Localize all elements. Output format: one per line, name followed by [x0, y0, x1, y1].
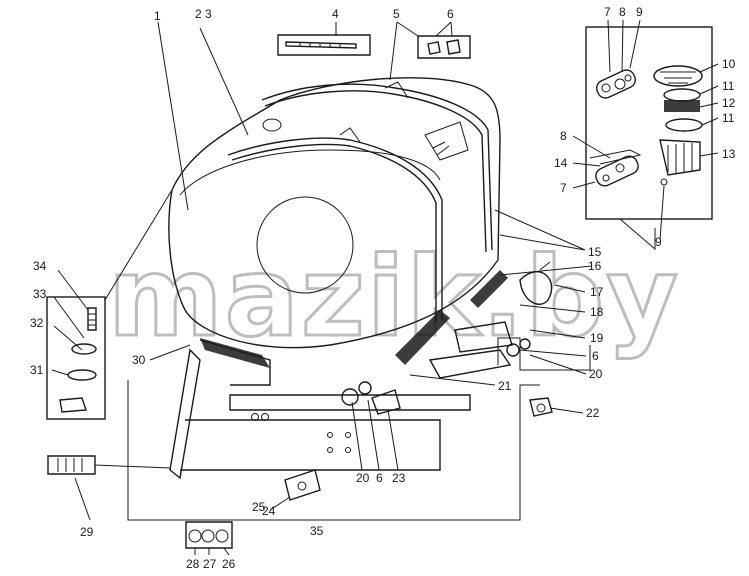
inset-left-parts: [46, 189, 173, 420]
callout-8b: 8: [560, 129, 567, 143]
group-35-outline: [127, 380, 540, 521]
callout-1: 1: [154, 9, 161, 23]
callout-16: 16: [588, 259, 602, 273]
callout-7: 7: [604, 5, 611, 19]
callout-6c: 6: [376, 471, 383, 485]
callout-20: 20: [589, 367, 603, 381]
callout-25: 25: [252, 500, 266, 514]
tank-straps: [227, 81, 493, 322]
callout-15: 15: [588, 245, 602, 259]
callout-9b: 9: [655, 235, 662, 249]
callout-19: 19: [590, 331, 604, 345]
callout-4: 4: [332, 7, 339, 21]
callout-24: 24: [262, 504, 276, 518]
callout-28: 28: [186, 557, 200, 571]
callout-35: 35: [310, 524, 324, 538]
bracket-frame: [169, 321, 513, 480]
callout-labels: 1 2 3 4 5 6 7 8 9 10 11 12 11 8 14 13 7 …: [30, 5, 736, 571]
callout-30: 30: [132, 353, 146, 367]
callout-5: 5: [393, 7, 400, 21]
callout-23: 23: [392, 471, 406, 485]
callout-32: 32: [30, 316, 44, 330]
callout-34: 34: [33, 259, 47, 273]
callout-21: 21: [498, 379, 512, 393]
callout-6: 6: [447, 7, 454, 21]
callout-29: 29: [80, 525, 94, 539]
callout-20b: 20: [356, 471, 370, 485]
callout-10: 10: [722, 57, 736, 71]
callout-14: 14: [554, 156, 568, 170]
callout-8: 8: [619, 5, 626, 19]
callout-11b: 11: [722, 111, 735, 125]
callout-6b: 6: [592, 349, 599, 363]
callout-31: 31: [30, 363, 44, 377]
callout-2-3: 2 3: [195, 7, 212, 21]
callout-33: 33: [33, 287, 47, 301]
inset-box-parts: [585, 26, 713, 251]
loose-hardware: [47, 261, 553, 549]
bolt-and-nuts: [277, 34, 471, 59]
group-15-outline: [497, 337, 591, 371]
callout-12: 12: [722, 96, 736, 110]
callout-17: 17: [590, 285, 604, 299]
callout-22: 22: [586, 406, 600, 420]
callout-7b: 7: [560, 181, 567, 195]
callout-11: 11: [722, 79, 735, 93]
fuel-tank: [168, 77, 501, 349]
callout-9: 9: [636, 5, 643, 19]
callout-18: 18: [590, 305, 604, 319]
callout-26: 26: [222, 557, 236, 571]
callout-13: 13: [722, 147, 736, 161]
leader-lines: [51, 19, 719, 556]
callout-27: 27: [203, 557, 217, 571]
